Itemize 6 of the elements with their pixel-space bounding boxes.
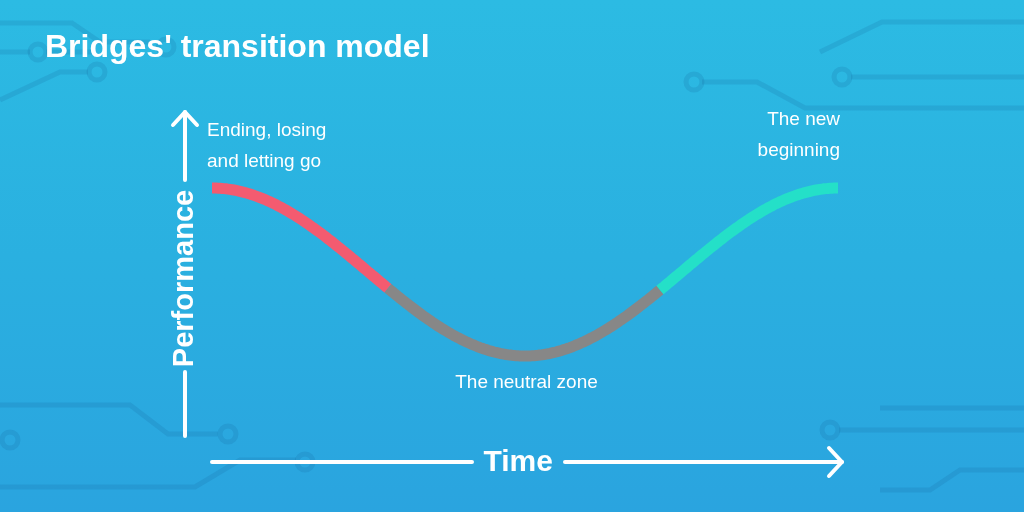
phase-label: The new beginning (756, 107, 840, 162)
phase-label: Ending, losing and letting go (207, 118, 328, 173)
axis-label: Performance (168, 189, 198, 367)
phase-label: The neutral zone (454, 370, 599, 394)
axis-label: Time (483, 443, 553, 479)
title: Bridges' transition model (45, 28, 430, 65)
